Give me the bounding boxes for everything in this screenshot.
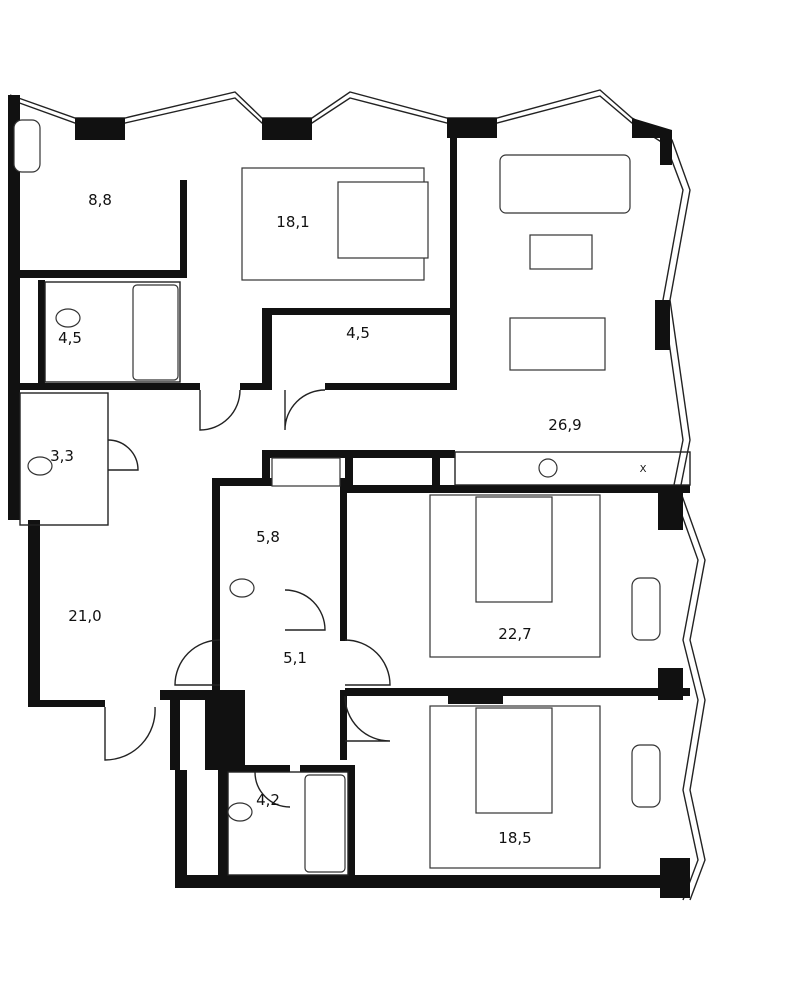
room-area-closet: 8,8	[88, 191, 112, 209]
sofa	[499, 154, 631, 214]
room-area-wardrobe: 4,5	[346, 324, 370, 342]
armchair-2	[631, 577, 661, 641]
bed-3	[475, 707, 553, 814]
room-area-bathroom-1: 4,5	[58, 329, 82, 347]
partitions	[19, 281, 691, 876]
room-area-bedroom-2: 22,7	[498, 625, 531, 643]
coffee-table	[529, 234, 593, 270]
dining-table	[509, 317, 606, 371]
toilet-1	[55, 308, 81, 328]
bathtub-4	[304, 774, 346, 873]
doors[interactable]	[104, 389, 391, 808]
room-labels: 8,8 18,1 4,5 4,5 26,9 3,3 5,8 21,0 22,7 …	[50, 191, 647, 847]
toilet-3	[229, 578, 255, 598]
armchair-3	[631, 744, 661, 808]
room-area-living-kitchen: 26,9	[548, 416, 581, 434]
room-area-corridor: 5,1	[283, 649, 307, 667]
room-area-bathroom-2: 3,3	[50, 447, 74, 465]
room-area-bathroom-4: 4,2	[256, 791, 280, 809]
room-area-bathroom-3: 5,8	[256, 528, 280, 546]
room-area-bedroom-3: 18,5	[498, 829, 531, 847]
room-area-hall: 21,0	[68, 607, 101, 625]
furniture	[13, 119, 661, 873]
bed-2	[475, 496, 553, 603]
armchair-1	[13, 119, 41, 173]
sink-kitchen	[538, 458, 558, 478]
kitchen-mark: X	[640, 464, 647, 475]
bed	[337, 181, 429, 259]
room-area-master-bedroom: 18,1	[276, 213, 309, 231]
toilet-2	[27, 456, 53, 476]
shower	[271, 457, 341, 487]
toilet-4	[227, 802, 253, 822]
bathtub-1	[132, 284, 179, 381]
